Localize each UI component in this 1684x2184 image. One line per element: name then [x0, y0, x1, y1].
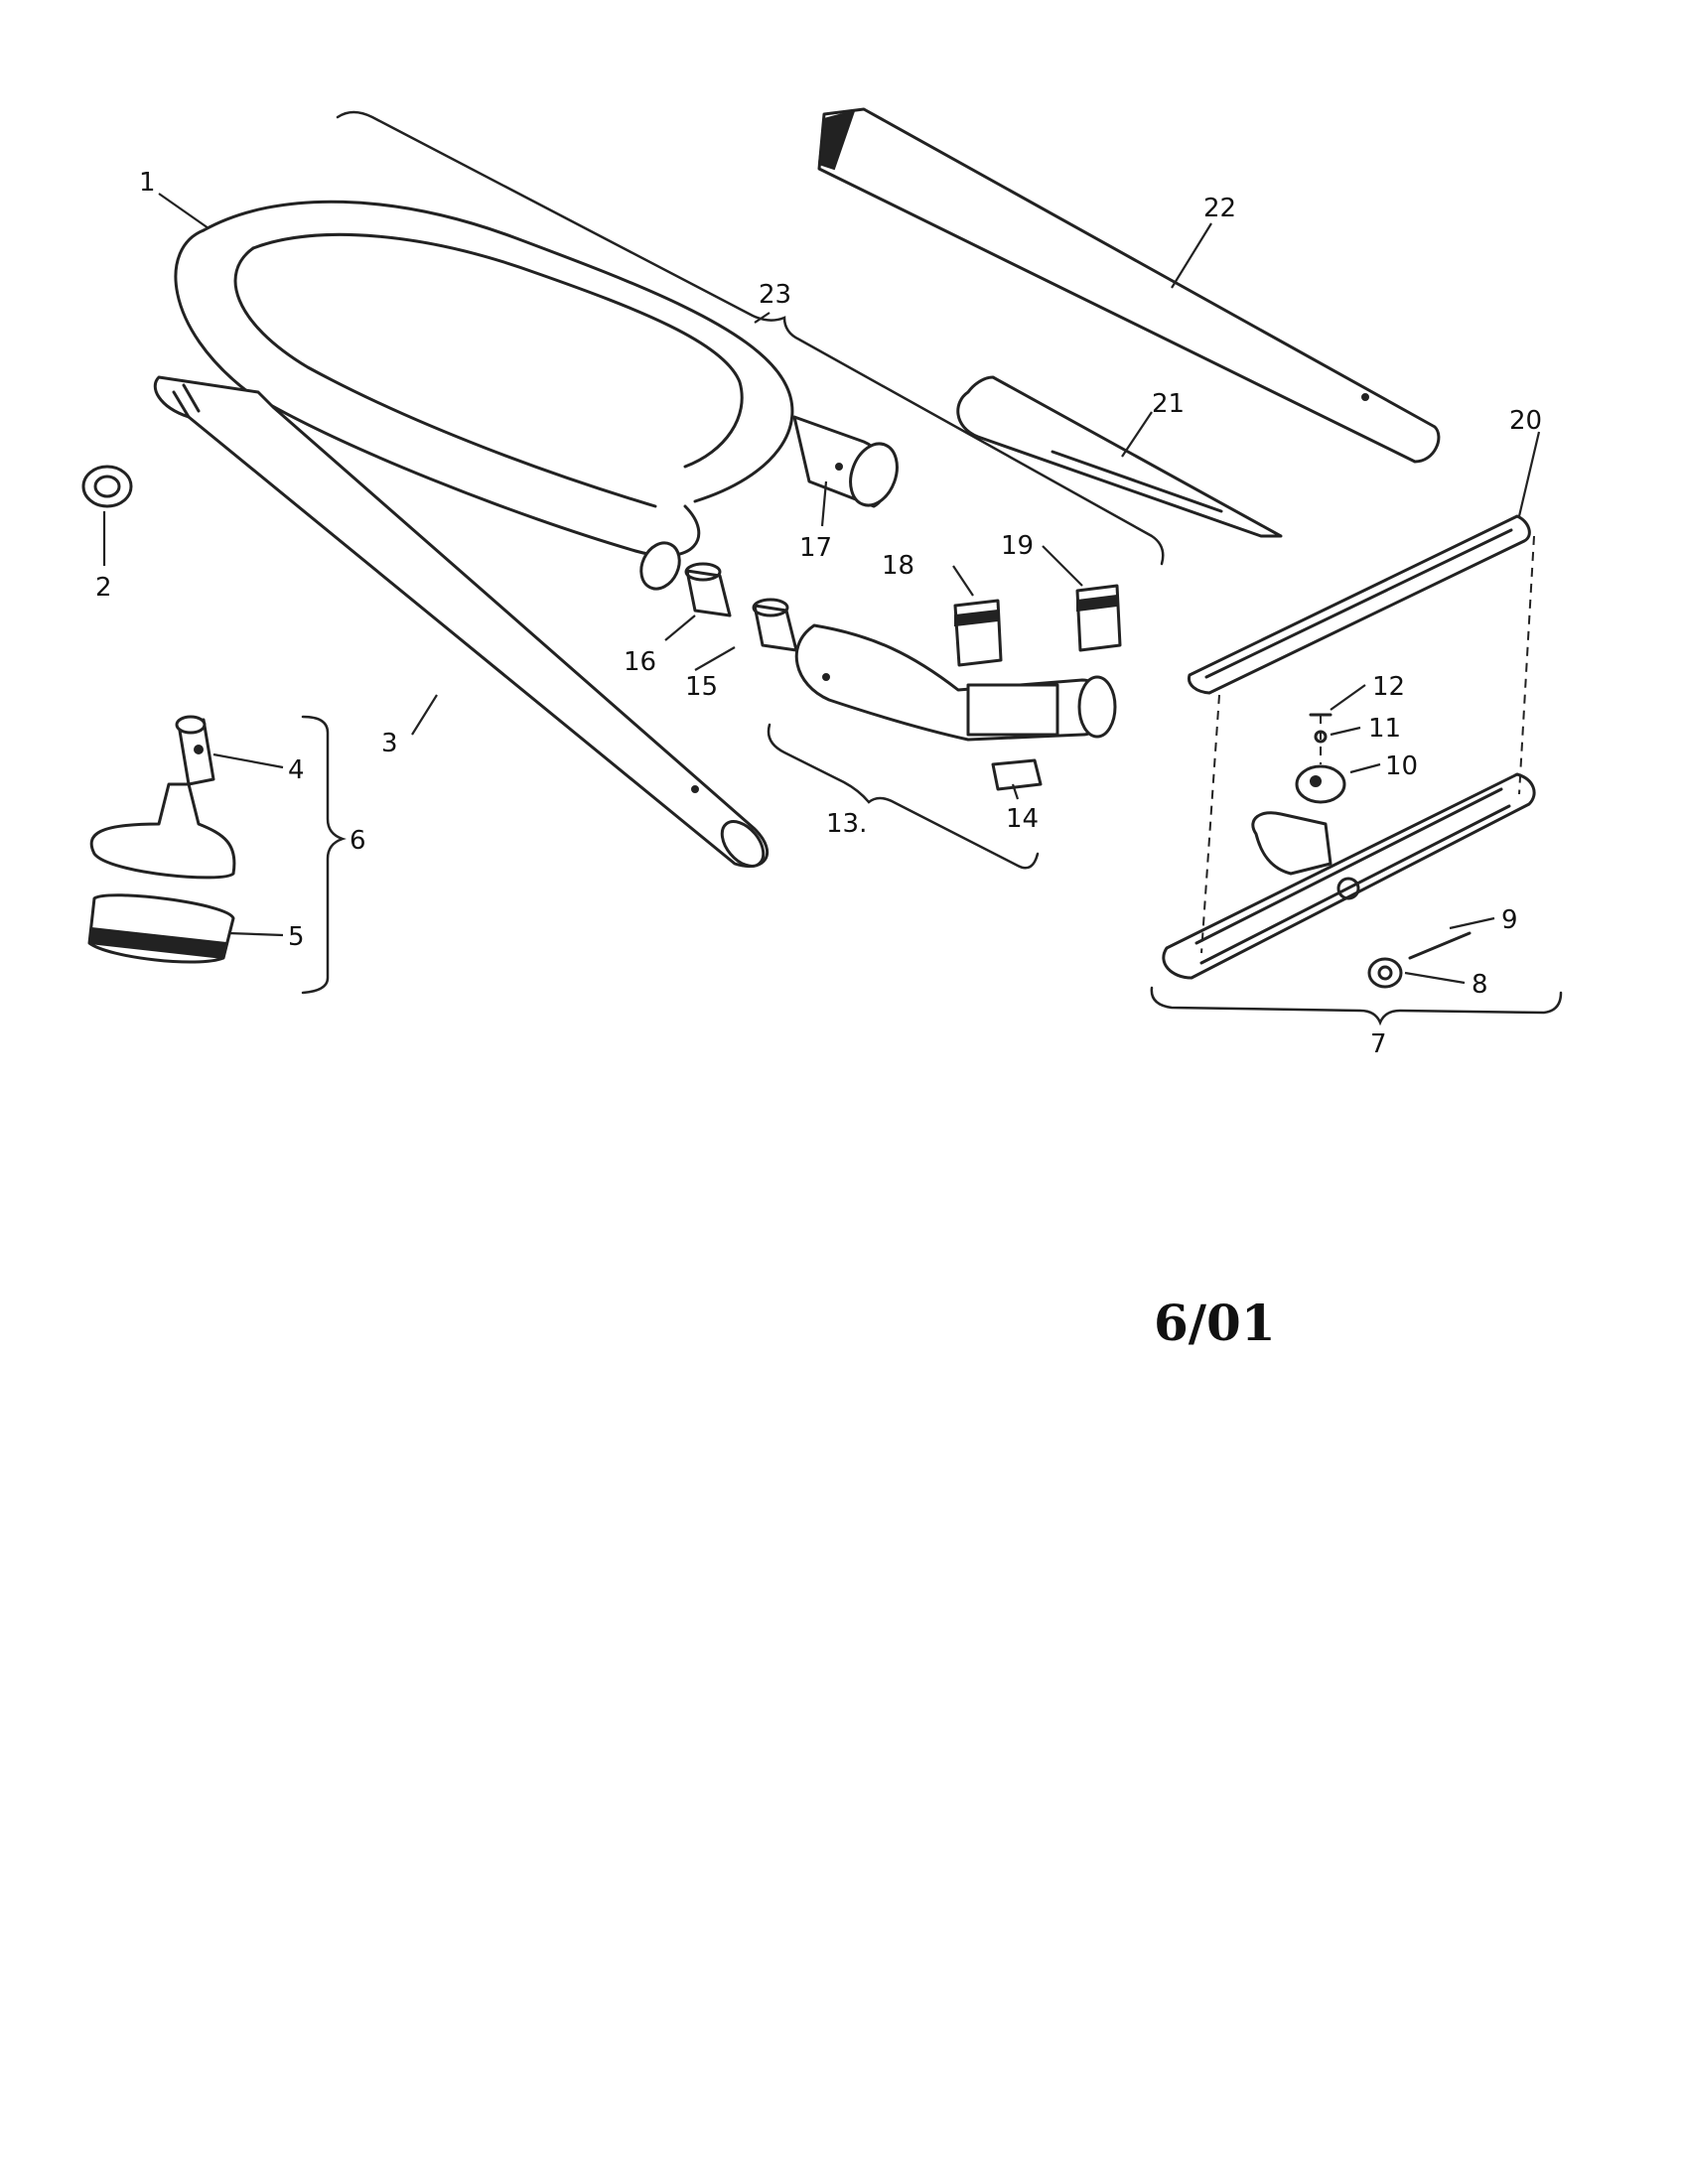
callout-13: 13. — [826, 809, 867, 839]
extension-wand-part — [817, 107, 1441, 464]
connector-parts — [684, 562, 798, 652]
callout-18: 18 — [882, 551, 914, 581]
callout-10: 10 — [1385, 751, 1418, 781]
squeegee-strip-part — [1187, 514, 1531, 695]
callout-8: 8 — [1472, 970, 1488, 1000]
assembly-guide-lines — [1200, 535, 1535, 954]
callout-4: 4 — [288, 755, 305, 785]
ring-part — [81, 465, 133, 508]
brace-7 — [1150, 986, 1563, 1026]
callout-2: 2 — [95, 573, 112, 603]
hose-loop-part — [174, 200, 899, 591]
leader-lines — [102, 193, 1541, 985]
callout-9: 9 — [1501, 905, 1518, 935]
crevice-tool-part — [956, 375, 1283, 538]
callout-14: 14 — [1006, 804, 1039, 834]
callout-23: 23 — [759, 280, 791, 310]
callout-17: 17 — [799, 533, 832, 563]
callout-6: 6 — [350, 826, 366, 856]
callout-7: 7 — [1370, 1029, 1387, 1059]
callout-20: 20 — [1509, 406, 1542, 436]
callout-11: 11 — [1368, 714, 1401, 744]
callout-5: 5 — [288, 922, 305, 952]
wand-part — [153, 375, 769, 869]
brace-6 — [301, 715, 347, 995]
floor-brush-part — [87, 715, 236, 964]
callout-1: 1 — [139, 168, 156, 198]
brace-13 — [767, 723, 1040, 870]
callout-22: 22 — [1203, 194, 1236, 223]
floor-tool-part — [1162, 713, 1536, 989]
callout-12: 12 — [1372, 672, 1405, 702]
revision-date: 6/01 — [1154, 1294, 1276, 1352]
handle-assembly-part — [794, 584, 1122, 791]
callout-16: 16 — [624, 647, 656, 677]
callout-21: 21 — [1152, 389, 1185, 419]
callout-labels: 1 2 3 4 5 6 7 8 9 10 11 12 13. 14 15 16 … — [95, 168, 1542, 1059]
brace-23 — [336, 110, 1165, 566]
callout-19: 19 — [1001, 531, 1034, 561]
callout-15: 15 — [685, 672, 718, 702]
callout-3: 3 — [381, 729, 398, 758]
